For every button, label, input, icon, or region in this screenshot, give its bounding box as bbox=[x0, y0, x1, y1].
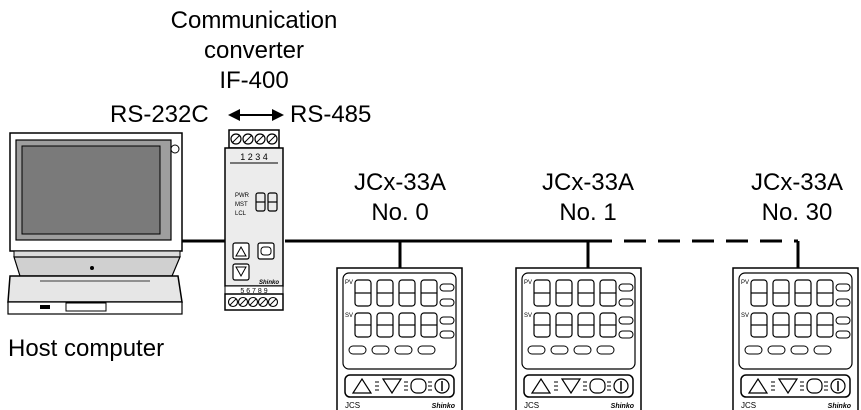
pv-label: PV bbox=[524, 280, 532, 286]
sv-label: SV bbox=[524, 313, 532, 319]
led-pwr-label: PWR bbox=[235, 193, 250, 199]
network-bus bbox=[178, 239, 800, 268]
controller-no1-number: No. 1 bbox=[559, 199, 617, 226]
converter-model: IF-400 bbox=[219, 67, 289, 94]
brand-label: Shinko bbox=[611, 403, 635, 410]
terminal-numbers-bottom: 5 6 7 8 9 bbox=[240, 288, 267, 295]
converter-display bbox=[255, 192, 278, 212]
series-label: JCS bbox=[345, 401, 360, 410]
port-rs485: RS-485 bbox=[290, 101, 372, 128]
brand-label: Shinko bbox=[828, 403, 852, 410]
series-label: JCS bbox=[524, 401, 539, 410]
pv-label: PV bbox=[345, 280, 353, 286]
converter-up-key[interactable] bbox=[232, 242, 250, 260]
controller-no0-number: No. 0 bbox=[371, 199, 429, 226]
converter-title-line1: Communication bbox=[170, 7, 338, 34]
converter-brand: Shinko bbox=[259, 280, 279, 286]
sv-label: SV bbox=[741, 313, 749, 319]
laptop-icon bbox=[7, 132, 183, 315]
controller-no30-model: JCx-33A bbox=[750, 169, 844, 196]
converter-title-line2: converter bbox=[203, 37, 305, 64]
converter-device: 1 2 3 4 PWR MST LCL Shinko 5 6 7 8 9 bbox=[224, 129, 284, 311]
sv-label: SV bbox=[345, 313, 353, 319]
controller-no30-number: No. 30 bbox=[761, 199, 833, 226]
controller-no1: PV SV JCS Shinko bbox=[515, 267, 642, 410]
port-rs232c: RS-232C bbox=[110, 101, 209, 128]
controller-no30: PV SV JCS Shinko bbox=[732, 267, 859, 410]
led-mst-label: MST bbox=[235, 202, 248, 208]
converter-mode-key[interactable] bbox=[257, 242, 275, 260]
controller-no1-model: JCx-33A bbox=[541, 169, 635, 196]
controller-no0: PV SV JCS Shinko bbox=[336, 267, 463, 410]
double-arrow-icon bbox=[228, 109, 284, 121]
terminal-numbers-top: 1 2 3 4 bbox=[240, 152, 268, 162]
converter-down-key[interactable] bbox=[232, 263, 250, 281]
brand-label: Shinko bbox=[432, 403, 456, 410]
host-computer-label: Host computer bbox=[8, 335, 165, 362]
series-label: JCS bbox=[741, 401, 756, 410]
pv-label: PV bbox=[741, 280, 749, 286]
led-lcl-label: LCL bbox=[235, 211, 247, 217]
controller-no0-model: JCx-33A bbox=[353, 169, 447, 196]
